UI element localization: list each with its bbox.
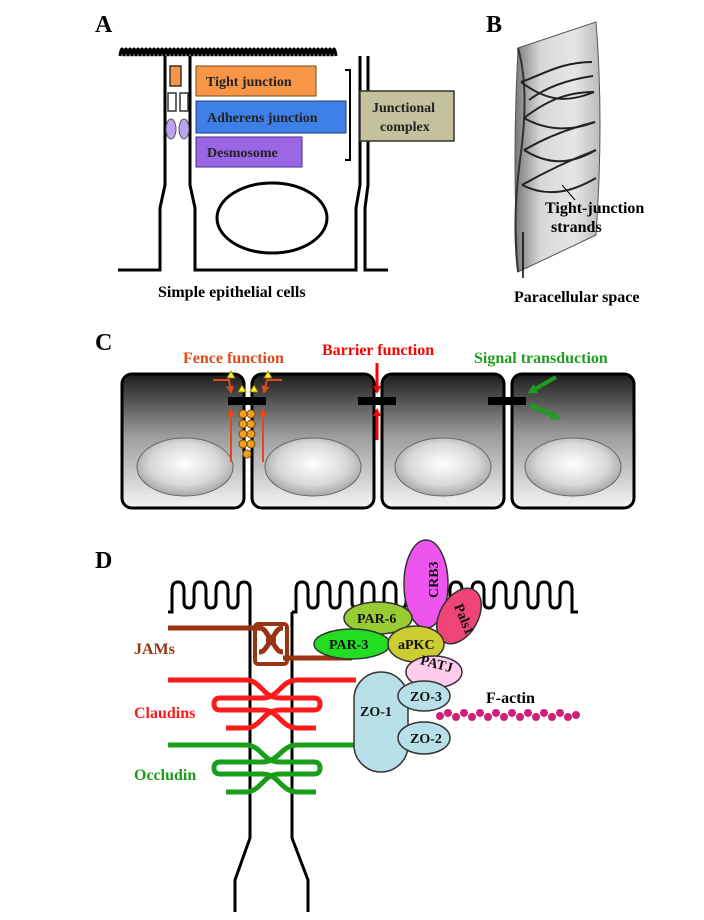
desmosome-label: Desmosome	[207, 146, 278, 161]
microvilli-a	[118, 47, 338, 57]
panel-b-label: B	[486, 12, 502, 38]
adherens-marker-2	[179, 92, 189, 112]
fence-function-label: Fence function	[183, 350, 284, 367]
cell-membrane-center-left	[188, 56, 362, 272]
zo1-label: ZO-1	[360, 705, 392, 720]
desmosome-marker-2	[178, 118, 190, 140]
fence-beads	[238, 409, 256, 459]
tj-bar-3	[488, 397, 526, 405]
microvilli-d-left	[168, 580, 252, 614]
occludin-label: Occludin	[134, 767, 196, 784]
junctional-bracket	[345, 69, 351, 161]
par6-label: PAR-6	[357, 612, 396, 627]
par3-label: PAR-3	[329, 638, 368, 653]
membrane-sheet	[514, 21, 601, 273]
tj-bar-1	[228, 397, 266, 405]
adherens-junction-label: Adherens junction	[207, 111, 318, 126]
panel-c-label: C	[95, 330, 112, 356]
panel-b: B Tight-junction strands Paracellular sp…	[486, 12, 644, 306]
junctional-complex-line1: Junctional	[372, 101, 435, 116]
fence-arrow-left-top	[213, 379, 234, 394]
zo1-protein	[353, 671, 409, 773]
f-actin-filament	[436, 709, 580, 721]
tight-junction-strands-line1: Tight-junction	[545, 200, 644, 217]
tight-junction-label: Tight junction	[206, 75, 292, 90]
apkc-label: aPKC	[398, 638, 435, 653]
nucleus-a	[215, 181, 329, 255]
signal-arrow-in	[527, 375, 557, 394]
signal-arrow-out	[529, 403, 561, 420]
tight-junction-strand-lines	[520, 61, 597, 194]
cell-membrane-right	[363, 56, 388, 272]
claudins-protein	[168, 677, 356, 731]
crb3-label: CRB3	[427, 561, 442, 598]
nucleus-c4	[524, 437, 622, 497]
strands-leader	[561, 184, 576, 201]
fence-triangles	[226, 370, 273, 393]
junctional-complex-box	[359, 90, 455, 142]
zo2-label: ZO-2	[410, 732, 442, 747]
panel-a: A Tight junction Adherens junction Desmo…	[95, 12, 455, 301]
panel-d-label: D	[95, 548, 112, 574]
tight-junction-marker	[169, 65, 182, 87]
desmosome-box	[195, 136, 303, 168]
sheet-edge	[514, 47, 526, 273]
tj-bar-2	[358, 397, 396, 405]
adherens-junction-box	[195, 100, 347, 134]
panel-c: C	[95, 330, 636, 510]
f-actin-label: F-actin	[486, 690, 535, 707]
tight-junction-box	[195, 65, 317, 97]
nucleus-c3	[394, 437, 492, 497]
zo3-protein	[397, 680, 451, 712]
jams-label: JAMs	[134, 641, 175, 658]
desmosome-marker-1	[165, 118, 177, 140]
adherens-marker-1	[167, 92, 177, 112]
signal-transduction-label: Signal transduction	[474, 350, 608, 367]
occludin-protein	[168, 742, 400, 795]
panel-d: D	[95, 539, 580, 912]
panel-a-caption: Simple epithelial cells	[158, 284, 306, 301]
panel-a-label: A	[95, 12, 113, 38]
barrier-function-label: Barrier function	[322, 342, 434, 359]
tight-junction-strands-line2: strands	[551, 219, 602, 236]
paracellular-space-label: Paracellular space	[514, 289, 639, 306]
claudins-label: Claudins	[134, 705, 195, 722]
zo3-label: ZO-3	[410, 690, 442, 705]
junctional-complex-line2: complex	[380, 120, 430, 135]
cell-membrane-left	[118, 56, 167, 272]
zo2-protein	[397, 721, 451, 755]
fence-arrow-right-top	[261, 379, 282, 394]
nucleus-c2	[264, 437, 362, 497]
nucleus-c1	[136, 437, 234, 497]
